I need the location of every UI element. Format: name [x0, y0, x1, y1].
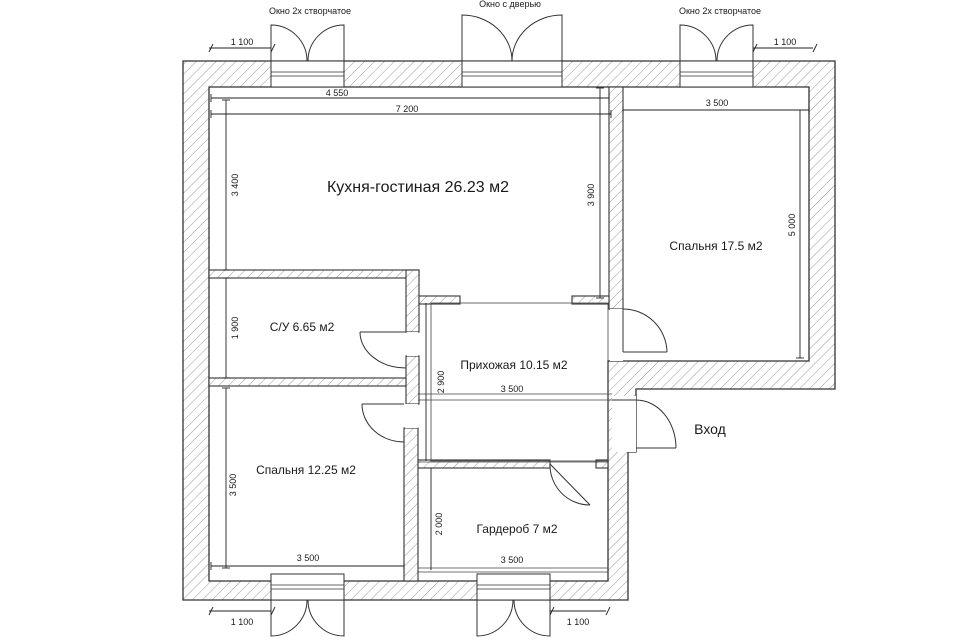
dim-bottom-left-1100: 1 100 [231, 617, 254, 627]
dim-bottom-right-1100: 1 100 [567, 617, 590, 627]
dim-3400: 3 400 [230, 174, 240, 197]
entrance-label: Вход [694, 421, 726, 437]
wall-bath-hall-upper [405, 269, 420, 333]
window-with-door [461, 14, 563, 88]
window-bottom-right [476, 573, 551, 637]
dimension-lines [208, 43, 818, 616]
dim-1900: 1 900 [230, 317, 240, 340]
room-label-hallway: Прихожая 10.15 м2 [460, 358, 568, 372]
dim-top-right-1100: 1 100 [774, 37, 797, 47]
window-door-label: Окно с дверью [479, 0, 541, 9]
wall-kitchen-bath [208, 269, 420, 279]
window-right-label: Окно 2х створчатое [679, 6, 761, 16]
dim-3500-left: 3 500 [228, 474, 238, 497]
doors [359, 308, 677, 506]
dim-3500-bottom-right: 3 500 [501, 555, 524, 565]
window-bottom-left [270, 573, 345, 637]
wall-wardrobe-top-right [595, 459, 609, 469]
dim-2000: 2 000 [434, 513, 444, 536]
dim-3900: 3 900 [586, 184, 596, 207]
dim-7200: 7 200 [396, 104, 419, 114]
dim-2900: 2 900 [436, 371, 446, 394]
room-label-wardrobe: Гардероб 7 м2 [476, 522, 557, 536]
room-label-bathroom: С/У 6.65 м2 [270, 320, 335, 334]
room-label-bedroom-small: Спальня 12.25 м2 [256, 463, 356, 477]
window-left-label: Окно 2х створчатое [269, 6, 351, 16]
dim-3500-top: 3 500 [706, 98, 729, 108]
wall-bath-hall-lower [405, 355, 420, 405]
dim-3500-bottom-left: 3 500 [297, 553, 320, 563]
wall-stub-hall-right [571, 295, 610, 305]
dim-5000: 5 000 [787, 214, 797, 237]
window-top-left [270, 24, 345, 88]
dim-3500-hall: 3 500 [501, 384, 524, 394]
wall-stub-hall-left [418, 295, 461, 305]
dim-top-left-1100: 1 100 [231, 37, 254, 47]
wall-bath-bedroom [208, 377, 407, 387]
dim-4550: 4 550 [326, 88, 349, 98]
interior-guide-lines [418, 302, 612, 573]
room-label-kitchen: Кухня-гостиная 26.23 м2 [327, 179, 509, 196]
wall-bedroom-wardrobe [403, 427, 419, 582]
wall-kitchen-bedroom [608, 86, 624, 310]
room-label-bedroom-large: Спальня 17.5 м2 [669, 239, 762, 253]
window-top-right [679, 24, 754, 88]
